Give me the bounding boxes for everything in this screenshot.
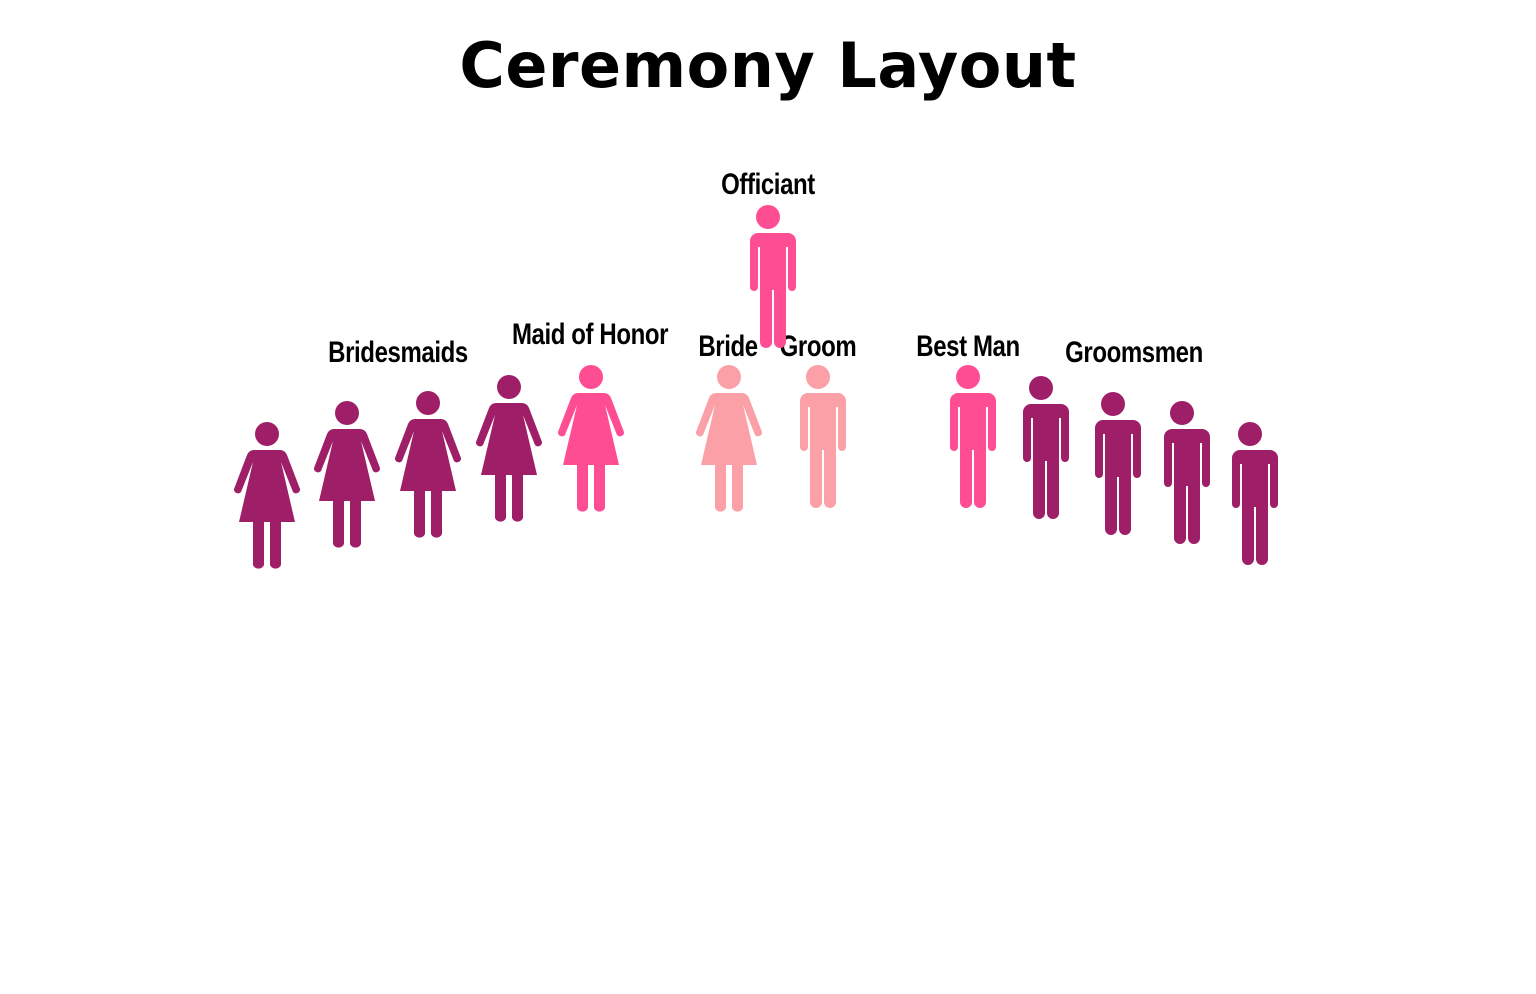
man-icon — [1162, 401, 1210, 544]
bridesmaids-label: Bridesmaids — [328, 336, 468, 369]
groom-figure — [788, 364, 848, 512]
bridesmaid-figure-1 — [232, 421, 302, 571]
groomsman-figure-2 — [1083, 391, 1143, 539]
groomsman-figure-3 — [1152, 400, 1212, 548]
man-icon — [1230, 422, 1278, 565]
bridesmaid-figure-2 — [312, 400, 382, 550]
bridesmaid-figure-3 — [393, 390, 463, 540]
maid-of-honor-figure — [556, 364, 626, 514]
man-icon — [1021, 376, 1069, 519]
bride-label: Bride — [698, 330, 758, 363]
groom-label: Groom — [779, 330, 857, 363]
woman-icon — [233, 422, 301, 569]
best-man-figure — [938, 364, 998, 512]
bride-figure — [694, 364, 764, 514]
man-icon — [948, 365, 996, 508]
groomsman-figure-4 — [1220, 421, 1280, 569]
page-title: Ceremony Layout — [459, 29, 1077, 102]
officiant-figure — [738, 204, 798, 352]
officiant-label: Officiant — [721, 168, 815, 201]
bridesmaid-figure-4 — [474, 374, 544, 524]
woman-icon — [695, 365, 763, 512]
woman-icon — [313, 401, 381, 548]
woman-icon — [557, 365, 625, 512]
woman-icon — [394, 391, 462, 538]
groomsman-figure-1 — [1011, 375, 1071, 523]
man-icon — [1093, 392, 1141, 535]
best-man-label: Best Man — [916, 330, 1020, 363]
maid-of-honor-label: Maid of Honor — [511, 318, 669, 351]
groomsmen-label: Groomsmen — [1065, 336, 1203, 369]
woman-icon — [475, 375, 543, 522]
man-icon — [798, 365, 846, 508]
man-icon — [748, 205, 796, 348]
